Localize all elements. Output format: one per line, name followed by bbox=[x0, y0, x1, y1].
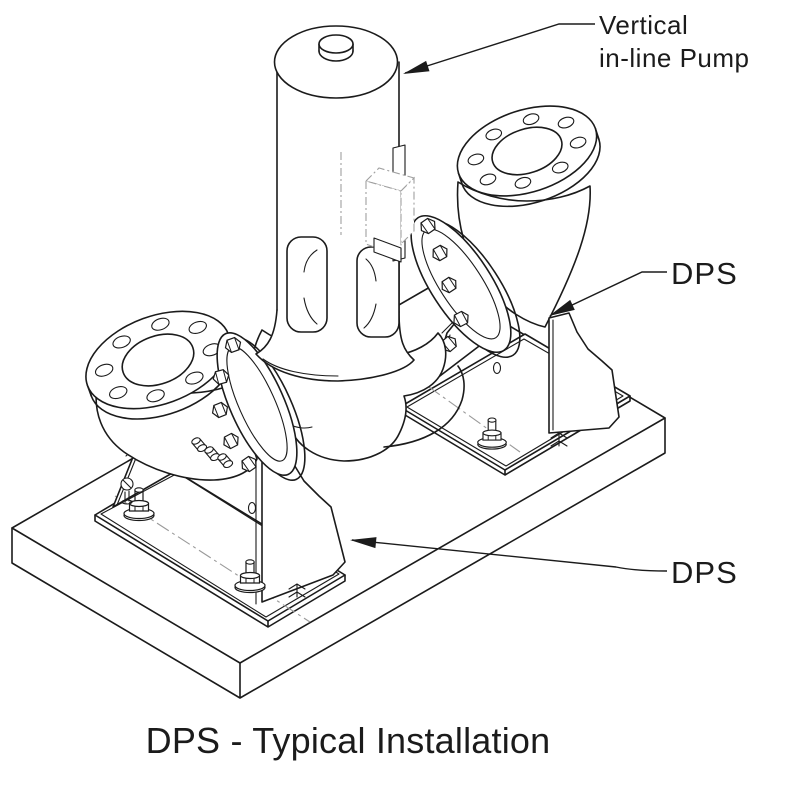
grease-fitting bbox=[120, 477, 134, 505]
dps-upper-leader-arrowhead bbox=[549, 299, 575, 316]
dps-callout-upper: DPS bbox=[671, 256, 738, 291]
dps-lower-leader-line bbox=[351, 539, 668, 572]
pump-leader-arrowhead bbox=[403, 60, 430, 74]
callout-leaders bbox=[350, 23, 668, 572]
pump-callout-label: Vertical in-line Pump bbox=[599, 9, 750, 75]
motor-top bbox=[273, 25, 399, 99]
rear-hold-down-clip bbox=[550, 432, 568, 447]
stand-window-right bbox=[356, 246, 400, 338]
junction-box bbox=[364, 167, 416, 258]
conduit-and-junction-box bbox=[340, 144, 416, 263]
motor-lifting-boss bbox=[318, 34, 354, 62]
figure-caption: DPS - Typical Installation bbox=[145, 720, 551, 761]
pump-callout-line1: Vertical bbox=[599, 10, 689, 40]
discharge-flange-ring bbox=[410, 214, 521, 359]
suction-flange-bolt-holes bbox=[94, 317, 222, 403]
dps-upper-leader-line bbox=[550, 271, 667, 316]
dps-lower-leader-arrowhead bbox=[350, 537, 377, 549]
discharge-flange-bolt-holes bbox=[467, 113, 587, 189]
volute-cowl bbox=[383, 365, 465, 448]
suction-flange-ring bbox=[190, 332, 306, 481]
motor-and-stand bbox=[255, 25, 415, 382]
stand-skirt bbox=[255, 309, 415, 382]
pump-leader-line bbox=[404, 23, 595, 74]
discharge-flange bbox=[456, 105, 601, 208]
pump-callout-line2: in-line Pump bbox=[599, 43, 750, 73]
stand-window-left bbox=[286, 236, 328, 333]
front-hold-down-clip bbox=[288, 583, 306, 598]
conduit-bracket bbox=[373, 237, 402, 263]
dps-callout-lower: DPS bbox=[671, 555, 738, 590]
